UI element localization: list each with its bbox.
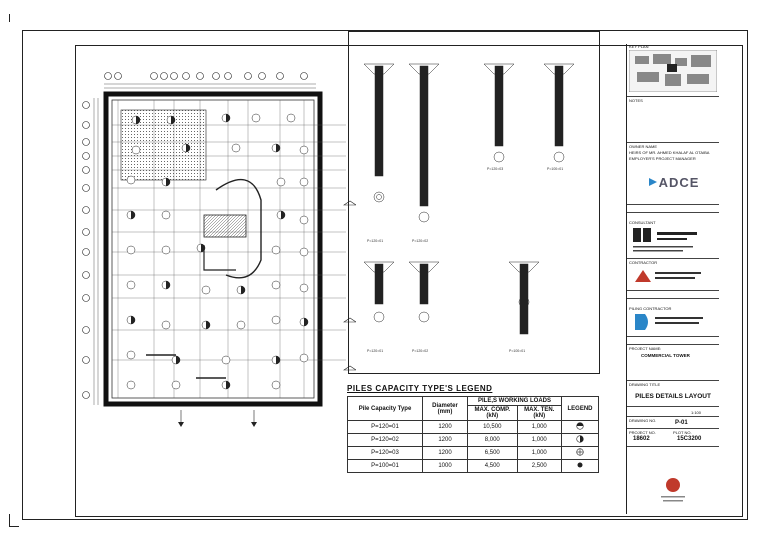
cell-ten: 1,000 bbox=[516, 446, 563, 460]
adce-logo: ADCE bbox=[627, 162, 719, 202]
key-plan-map bbox=[629, 50, 717, 92]
project-no: 18602 bbox=[633, 436, 650, 442]
drawing-no-label: DRAWING NO. bbox=[629, 418, 657, 423]
employer-label: EMPLOYER'S PROJECT MANAGER bbox=[629, 156, 696, 161]
consultant-label: CONSULTANT bbox=[629, 220, 656, 225]
drawing-frame bbox=[75, 45, 743, 517]
legend-symbol-2 bbox=[561, 433, 599, 447]
svg-text:P=120=02: P=120=02 bbox=[412, 239, 428, 243]
cell-ten: 2,500 bbox=[516, 459, 563, 473]
cell-dia: 1200 bbox=[422, 446, 468, 460]
title-block: KEY PLAN NOTES OWNER NAME HEIRS OF MR. A… bbox=[626, 44, 719, 514]
legend-table: Pile Capacity Type Diameter (mm) PILE,S … bbox=[347, 396, 599, 473]
project-value: COMMERCIAL TOWER bbox=[641, 353, 690, 358]
cell-dia: 1200 bbox=[422, 433, 468, 447]
table-row: P=100=01 1000 4,500 2,500 bbox=[347, 459, 599, 473]
svg-text:P=120=01: P=120=01 bbox=[367, 349, 383, 353]
col-legend: LEGEND bbox=[561, 396, 599, 421]
svg-text:P=100=01: P=100=01 bbox=[547, 167, 563, 171]
plot-no-label: PLOT NO. bbox=[673, 430, 692, 435]
drawing-title-label: DRAWING TITLE bbox=[629, 382, 661, 387]
legend-symbol-4 bbox=[561, 459, 599, 473]
piles-legend: PILES CAPACITY TYPE'S LEGEND Pile Capaci… bbox=[347, 384, 599, 473]
cell-type: P=120=01 bbox=[347, 420, 423, 434]
cell-ten: 1,000 bbox=[516, 433, 563, 447]
owner-value: HEIRS OF MR. AHMED KHALAF AL OTAIBA bbox=[629, 150, 710, 155]
svg-text:P=120=01: P=120=01 bbox=[367, 239, 383, 243]
project-label: PROJECT NAME: bbox=[629, 346, 662, 351]
contractor-label: CONTRACTOR bbox=[629, 260, 658, 265]
foundation-plan bbox=[82, 72, 356, 427]
consultant-logo bbox=[633, 228, 697, 252]
col-comp: MAX. COMP. (kN) bbox=[467, 405, 518, 421]
drawing-sheet bbox=[22, 30, 748, 520]
cell-ten: 1,000 bbox=[516, 420, 563, 434]
svg-text:P=120=02: P=120=02 bbox=[412, 349, 428, 353]
authority-stamp bbox=[661, 478, 685, 502]
cell-type: P=120=03 bbox=[347, 446, 423, 460]
crop-mark bbox=[9, 514, 10, 526]
cell-type: P=100=01 bbox=[347, 459, 423, 473]
legend-symbol-1 bbox=[561, 420, 599, 434]
cell-comp: 6,500 bbox=[467, 446, 518, 460]
drawing-no: P-01 bbox=[675, 420, 688, 426]
adce-mark-icon bbox=[648, 178, 657, 186]
svg-text:P=120=03: P=120=03 bbox=[487, 167, 503, 171]
project-no-label: PROJECT NO. bbox=[629, 430, 656, 435]
col-ten: MAX. TEN. (kN) bbox=[516, 405, 563, 421]
contractor-logo bbox=[635, 270, 701, 282]
col-diameter: Diameter (mm) bbox=[422, 396, 468, 421]
cell-dia: 1000 bbox=[422, 459, 468, 473]
cell-comp: 4,500 bbox=[467, 459, 518, 473]
crop-mark bbox=[9, 14, 10, 22]
col-loads: PILE,S WORKING LOADS bbox=[467, 396, 562, 406]
notes-label: NOTES bbox=[629, 98, 643, 103]
owner-label: OWNER NAME bbox=[629, 144, 657, 149]
legend-symbol-3 bbox=[561, 446, 599, 460]
cell-type: P=120=02 bbox=[347, 433, 423, 447]
cell-comp: 8,000 bbox=[467, 433, 518, 447]
cell-comp: 10,500 bbox=[467, 420, 518, 434]
svg-text:P=100=01: P=100=01 bbox=[509, 349, 525, 353]
piling-label: PILING CONTRACTOR bbox=[629, 306, 672, 311]
crop-mark bbox=[9, 526, 19, 527]
plot-no: 15C3200 bbox=[677, 436, 702, 442]
table-row: P=120=01 1200 10,500 1,000 bbox=[347, 420, 599, 434]
col-type: Pile Capacity Type bbox=[347, 396, 423, 421]
piling-logo bbox=[635, 314, 703, 330]
scale-value: 1:100 bbox=[691, 410, 702, 415]
table-row: P=120=03 1200 6,500 1,000 bbox=[347, 446, 599, 460]
drawing-title: PILES DETAILS LAYOUT bbox=[635, 393, 711, 400]
cell-dia: 1200 bbox=[422, 420, 468, 434]
key-plan-label: KEY PLAN bbox=[629, 44, 649, 49]
table-row: P=120=02 1200 8,000 1,000 bbox=[347, 433, 599, 447]
legend-title: PILES CAPACITY TYPE'S LEGEND bbox=[347, 384, 493, 393]
